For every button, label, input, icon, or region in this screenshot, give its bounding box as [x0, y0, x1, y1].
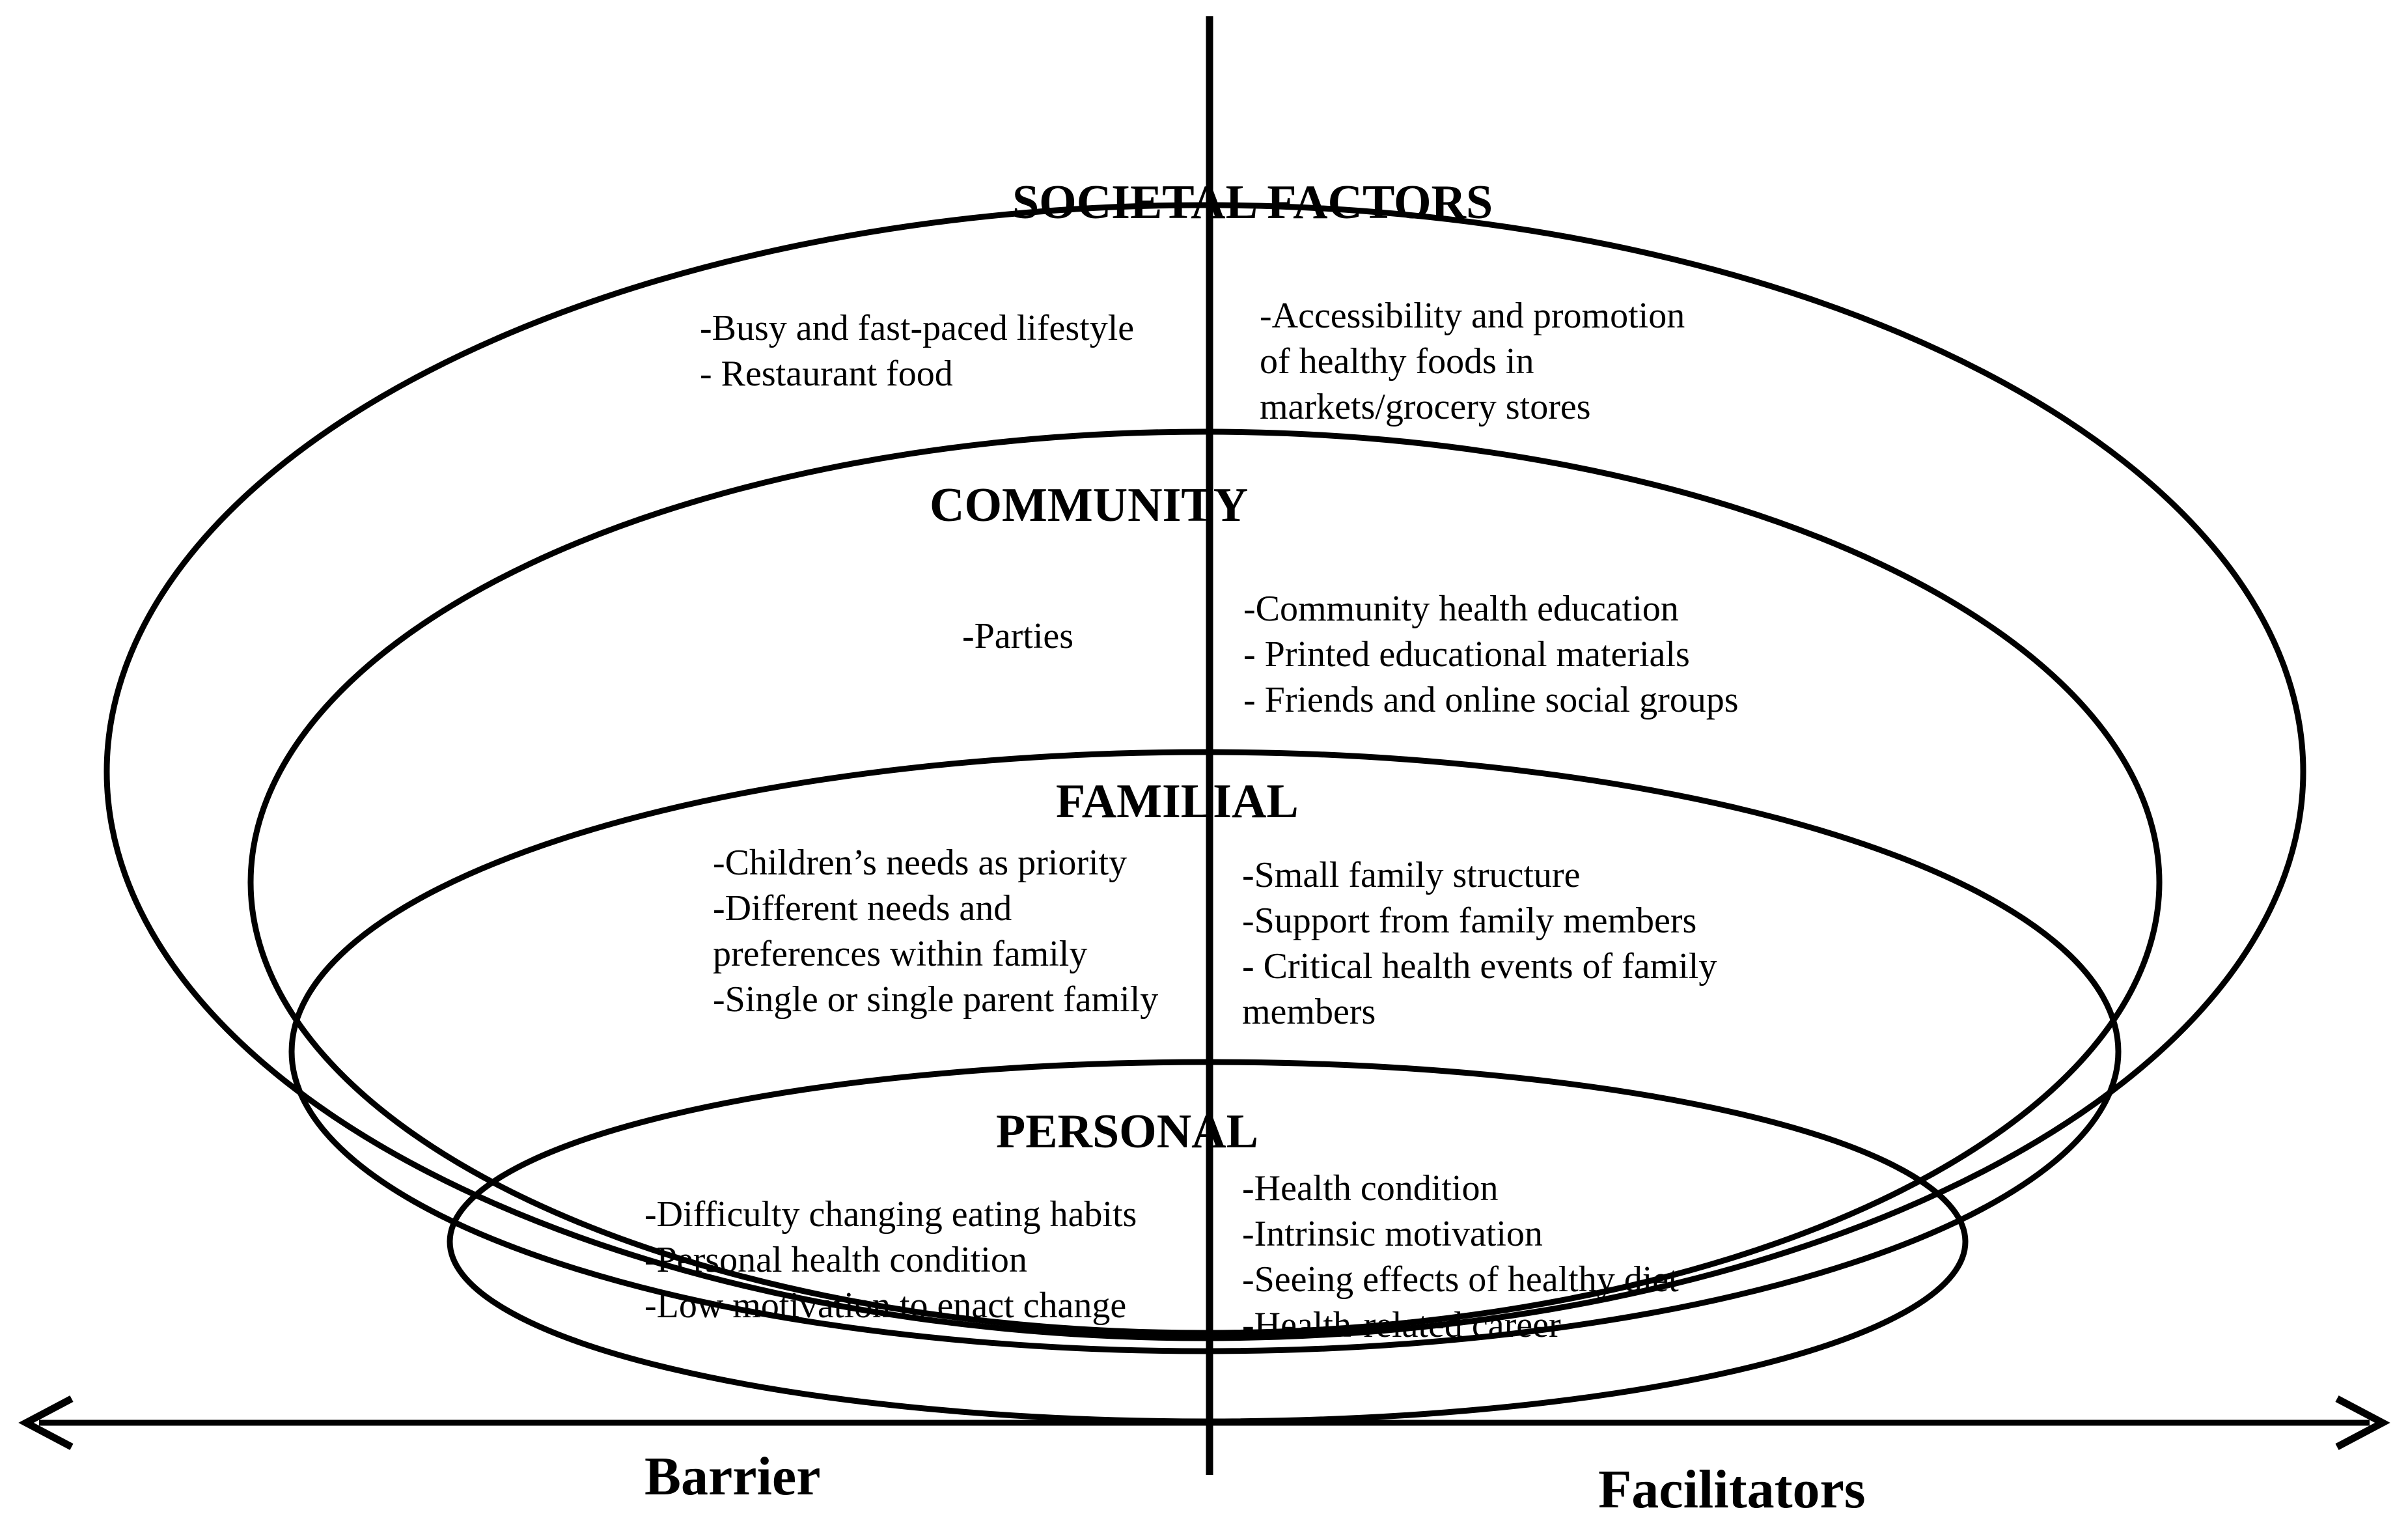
list-item: -Intrinsic motivation [1242, 1214, 1543, 1254]
list-item: -Children’s needs as priority [713, 843, 1127, 883]
left-arrow-icon [18, 1395, 74, 1450]
list-item: -Difficulty changing eating habits [644, 1194, 1137, 1235]
barrier-label: Barrier [644, 1446, 821, 1507]
societal-title: SOCIETAL FACTORS [1012, 176, 1493, 229]
familial-ellipse [288, 749, 2122, 1354]
list-item: -Personal health condition [644, 1240, 1027, 1280]
list-item: -Accessibility and promotion [1260, 296, 1685, 336]
list-item: - Friends and online social groups [1243, 680, 1739, 720]
right-arrow-icon [2335, 1395, 2390, 1450]
list-item: -Community health education [1243, 589, 1679, 629]
list-item: -Small family structure [1242, 855, 1580, 895]
list-item: members [1242, 992, 1376, 1032]
list-item: - Critical health events of family [1242, 946, 1717, 986]
facilitators-label: Facilitators [1598, 1459, 1866, 1520]
familial-title: FAMILIAL [1056, 775, 1299, 828]
list-item: -Health condition [1242, 1168, 1498, 1209]
community-ellipse [247, 428, 2163, 1336]
list-item: -Busy and fast-paced lifestyle [700, 308, 1134, 348]
list-item: -Support from family members [1242, 901, 1696, 941]
list-item: markets/grocery stores [1260, 387, 1590, 427]
community-title: COMMUNITY [930, 479, 1248, 532]
list-item: -Health-related career [1242, 1305, 1561, 1345]
personal-title: PERSONAL [996, 1105, 1258, 1158]
societal-ellipse [104, 202, 2306, 1341]
list-item: -Low motivation to enact change [644, 1285, 1126, 1326]
list-item: - Printed educational materials [1243, 634, 1690, 675]
list-item: -Parties [962, 616, 1073, 656]
list-item: -Different needs and [713, 888, 1012, 929]
list-item: preferences within family [713, 934, 1087, 974]
list-item: of healthy foods in [1260, 341, 1534, 382]
list-item: -Single or single parent family [713, 979, 1158, 1020]
list-item: -Seeing effects of healthy diet [1242, 1259, 1679, 1300]
list-item: - Restaurant food [700, 354, 953, 394]
